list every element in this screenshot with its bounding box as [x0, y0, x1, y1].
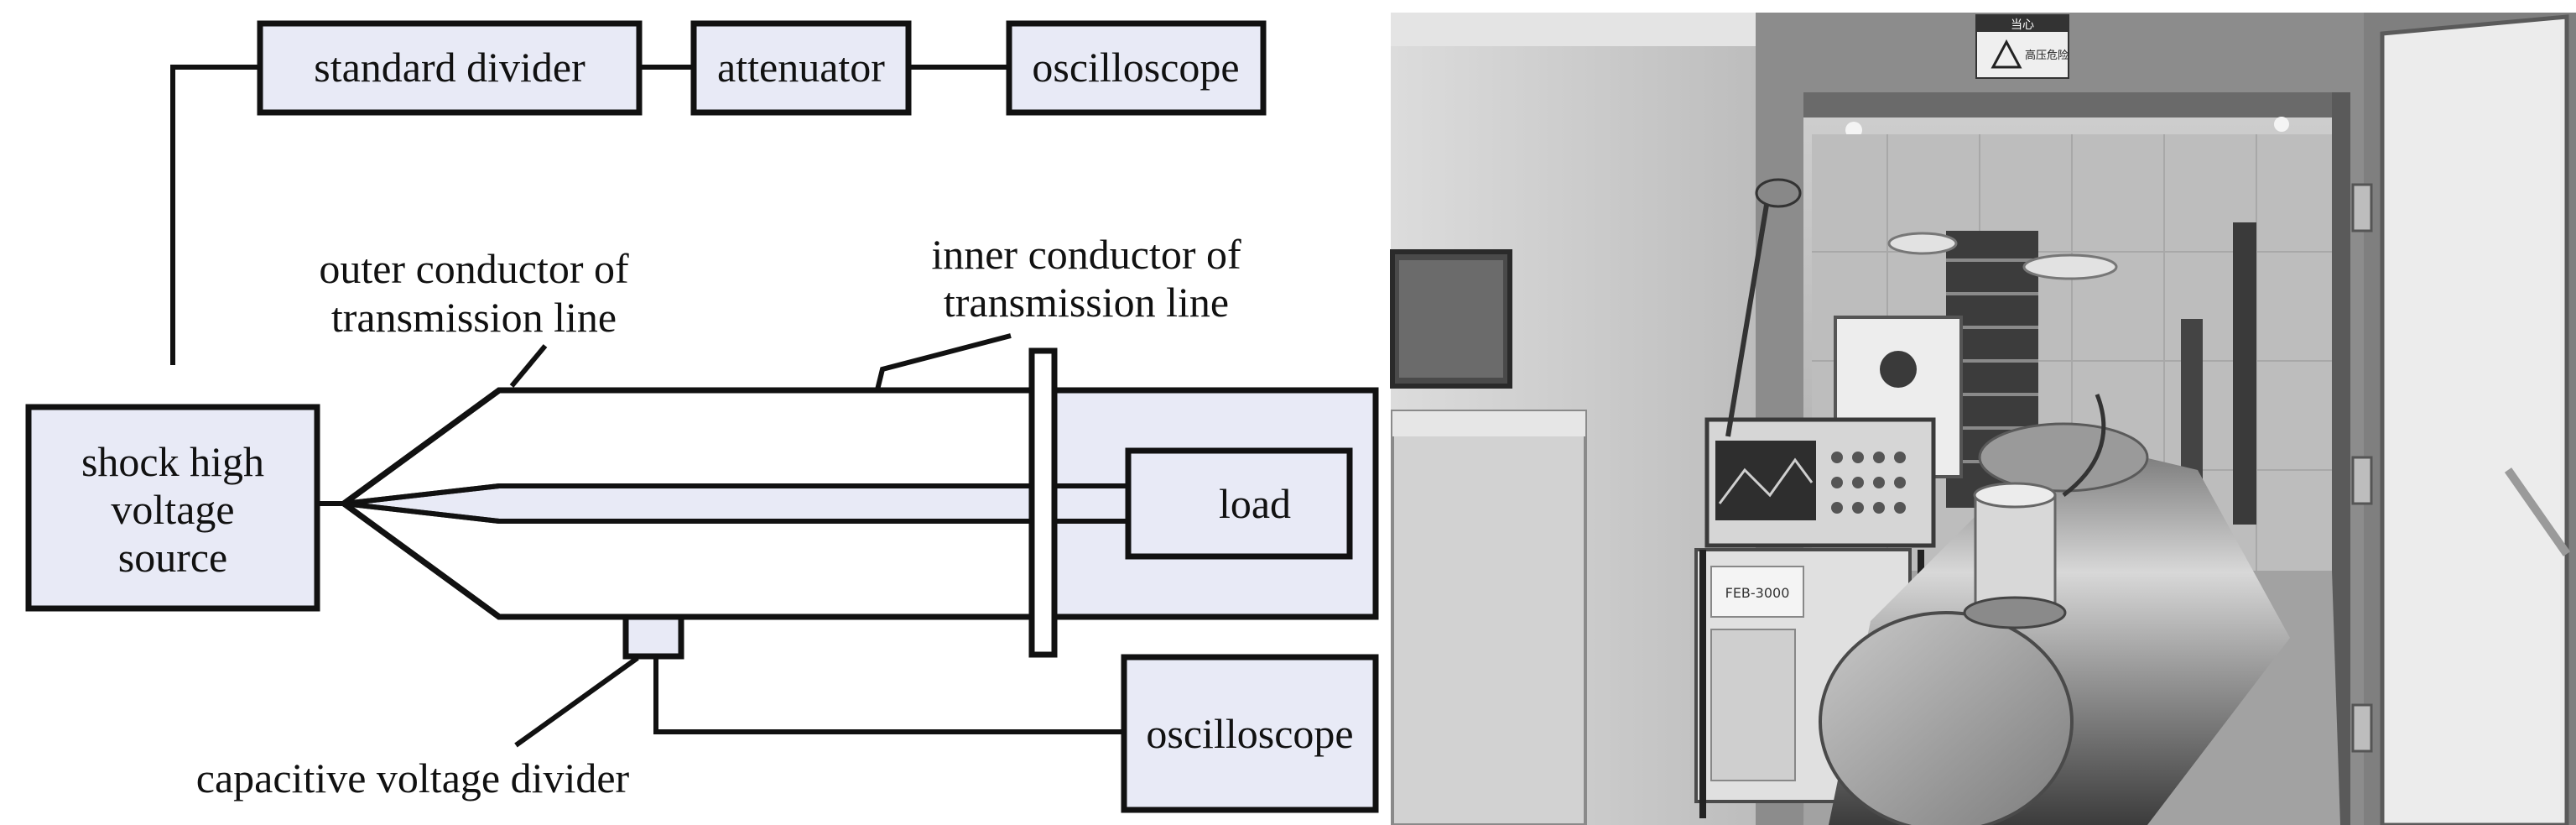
instrument-label: FEB-3000 [1725, 585, 1790, 601]
standard-divider-label: standard divider [314, 44, 585, 91]
flange-insulator [1028, 347, 1058, 658]
laboratory-photo: 当心 高压危险 [1390, 13, 2576, 825]
left-cabinet [1391, 410, 1587, 825]
capacitive-divider-leader [514, 655, 639, 748]
attenuator-box [690, 20, 912, 116]
load-box [1125, 447, 1353, 560]
capacitive-voltage-divider-label: capacitive voltage divider [196, 755, 630, 802]
outer-conductor-leader [509, 344, 548, 388]
warning-sign-text: 高压危险 [2025, 49, 2069, 62]
load-label: load [1219, 480, 1291, 527]
wiring [170, 65, 1124, 748]
ceiling-light-right [2274, 117, 2289, 132]
attenuator-label: attenuator [717, 44, 885, 91]
outer-conductor-label-line-1: outer conductor of [319, 245, 629, 292]
oscilloscope-label-bottom: oscilloscope [1146, 710, 1353, 757]
schematic-diagram: standard divider attenuator oscilloscope… [25, 20, 1379, 813]
inner-conductor-label-line-1: inner conductor of [931, 231, 1241, 278]
source-label-line-1: shock high [81, 438, 264, 485]
inner-conductor-label-line-2: transmission line [944, 279, 1229, 326]
warning-sign-top-text: 当心 [2011, 18, 2034, 32]
source-label-line-3: source [118, 534, 228, 581]
wall-monitor [1390, 249, 1512, 389]
oscilloscope-label-top: oscilloscope [1032, 44, 1239, 91]
shock-high-voltage-source-box [25, 404, 320, 612]
source-to-divider-wire [170, 65, 260, 365]
coaxial-transmission-line-photo [1819, 394, 2290, 825]
divider-to-bottom-oscilloscope-wire [653, 656, 1124, 734]
oscilloscope-box-bottom [1121, 654, 1379, 813]
oscilloscope-box-top [1006, 20, 1267, 116]
lamp-pole [1725, 184, 1772, 437]
warning-sign: 当心 高压危险 [1975, 14, 2069, 79]
capacitive-voltage-divider-box [622, 614, 684, 660]
outer-conductor-label-line-2: transmission line [331, 294, 617, 341]
photo-oscilloscope [1704, 417, 1936, 548]
standard-divider-box [257, 20, 643, 116]
source-label-line-2: voltage [111, 486, 234, 533]
room-door-right [2351, 13, 2576, 825]
